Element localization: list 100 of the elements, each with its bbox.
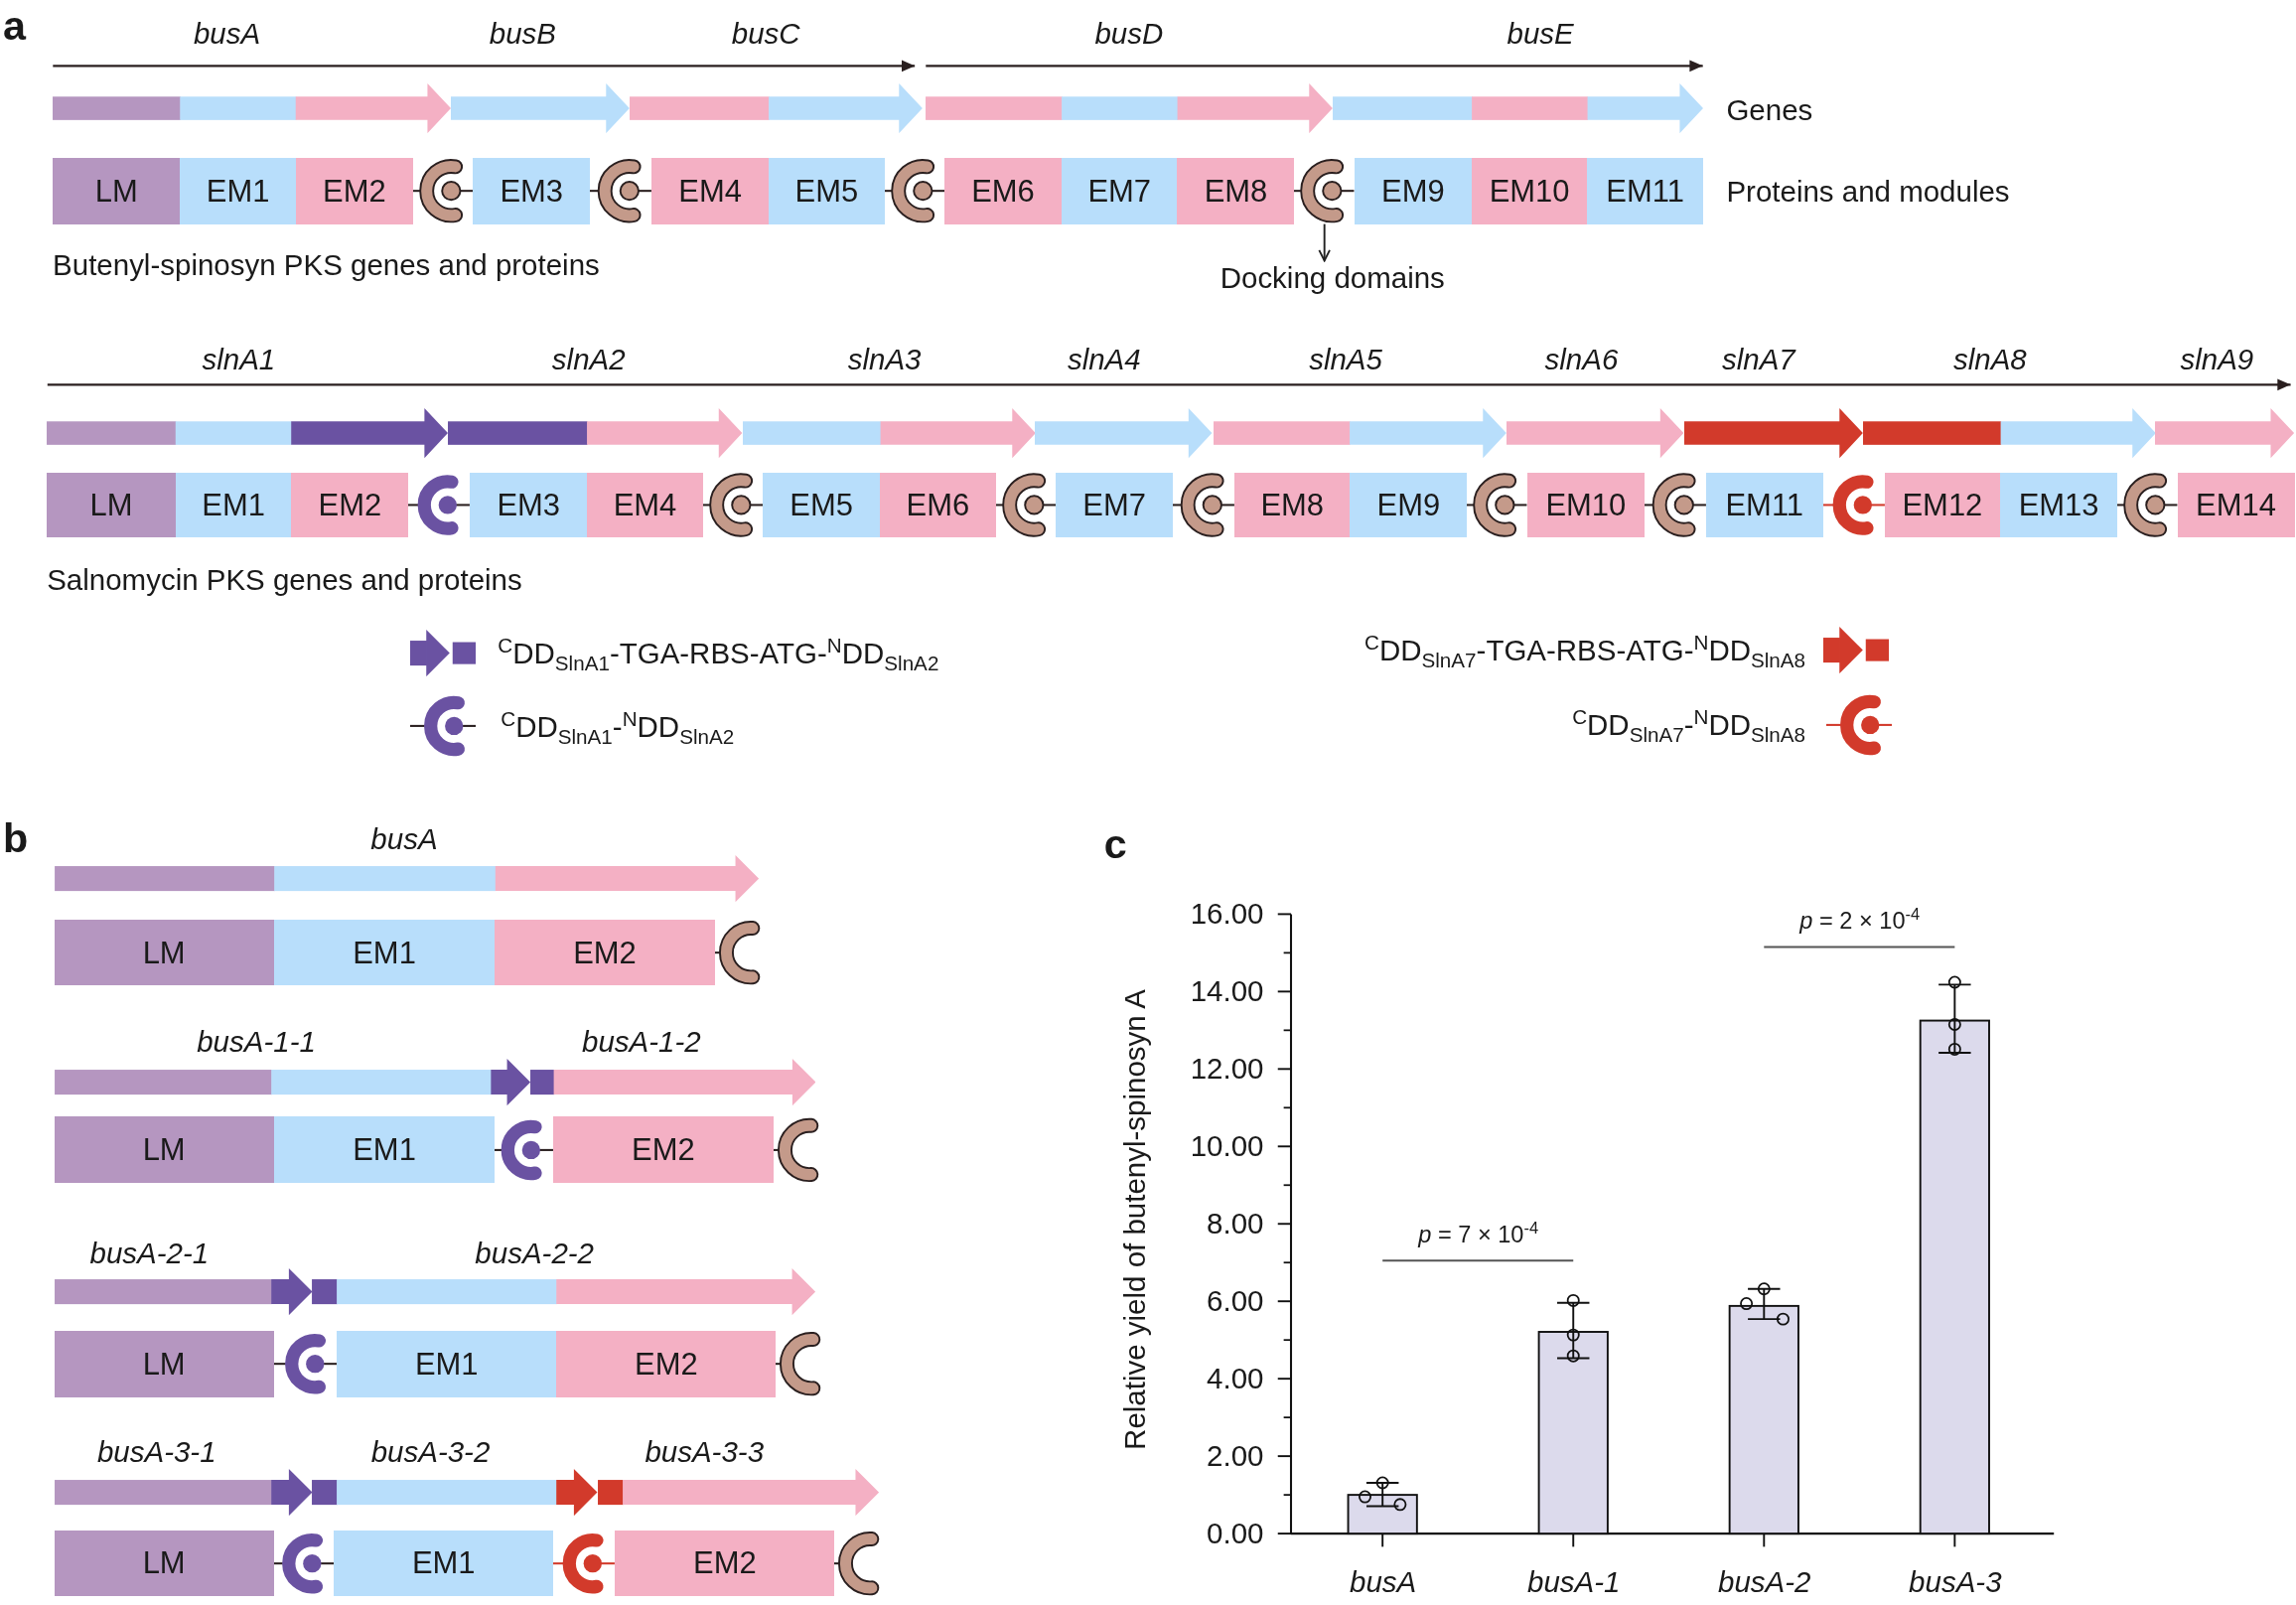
gene-name: busA-3-3 (645, 1433, 765, 1469)
module-box: LM (54, 1115, 274, 1184)
gene-name: slnA9 (2180, 341, 2254, 376)
gene-name: slnA4 (1067, 341, 1141, 376)
gene-name: slnA8 (1952, 341, 2027, 376)
p-value-label: p = 2 × 10$^{-4}$ (1799, 907, 1921, 936)
module-box: EM5 (769, 158, 885, 224)
panel-letter: a (2, 1, 26, 51)
module-box: EM11 (1587, 158, 1703, 224)
tick-label: 10.00 (1190, 1128, 1264, 1164)
gene-name: slnA1 (202, 341, 276, 376)
gene-bar (54, 855, 759, 903)
legend-text: $^{C}$DD$_{SlnA7}$-$^{N}$DD$_{SlnA8}$ (1572, 707, 1806, 743)
gene-name: busA (193, 16, 261, 52)
module-box: EM9 (1350, 473, 1468, 538)
axis-title: Relative yield of butenyl-spinosyn A (1117, 989, 1152, 1451)
module-box: EM1 (334, 1530, 554, 1597)
module-box: EM2 (553, 1115, 774, 1184)
gene-bar (597, 1468, 879, 1517)
gene-bar (742, 408, 1036, 459)
module-box: EM1 (337, 1331, 557, 1397)
gene-bar (312, 1267, 816, 1316)
panel-letter: c (1103, 820, 1127, 869)
module-box: EM1 (273, 1115, 496, 1184)
module-box: EM12 (1884, 473, 2001, 538)
gene-name: busE (1507, 16, 1574, 52)
module-box: EM1 (273, 919, 496, 986)
gene-name: slnA6 (1544, 341, 1619, 376)
gene-name: slnA2 (551, 341, 626, 376)
module-box: EM2 (295, 158, 413, 224)
module-box: LM (54, 1331, 274, 1397)
module-box: EM6 (944, 158, 1062, 224)
module-box: EM2 (291, 473, 409, 538)
module-box: EM8 (1234, 473, 1351, 538)
gene-bar (529, 1059, 816, 1106)
gene-bar (925, 83, 1333, 134)
gene-bar (1214, 408, 1507, 459)
gene-bar (1862, 408, 2156, 459)
module-box: EM5 (763, 473, 881, 538)
gene-name: busA-1-1 (197, 1023, 316, 1060)
panel-letter: b (2, 814, 29, 864)
gene-name: slnA5 (1309, 341, 1382, 376)
gene-name: busA-2-1 (89, 1236, 210, 1271)
gene-bar (451, 83, 630, 134)
gene-bar (312, 1468, 598, 1517)
leader-arrow (1318, 222, 1331, 262)
module-box: EM2 (556, 1331, 777, 1397)
gene-name: busA-3-2 (370, 1433, 491, 1469)
gene-bar (47, 408, 449, 459)
module-box: EM10 (1526, 473, 1645, 538)
module-box: EM3 (470, 473, 588, 538)
module-box: LM (54, 919, 274, 986)
module-box: EM11 (1705, 473, 1823, 538)
module-box: EM10 (1471, 158, 1588, 224)
gene-bar (1683, 408, 1863, 459)
gene-name: busA-3-1 (96, 1433, 216, 1469)
module-box: EM6 (880, 473, 996, 538)
panel-caption: Salnomycin PKS genes and proteins (47, 562, 522, 598)
docking-domain-icon (1294, 158, 1355, 224)
module-box: EM7 (1062, 158, 1178, 224)
tick-label: 12.00 (1190, 1051, 1264, 1087)
module-box: EM2 (495, 919, 715, 986)
category-label: busA-1 (1527, 1563, 1621, 1600)
tick-label: 4.00 (1207, 1361, 1264, 1396)
tick-label: 6.00 (1207, 1283, 1264, 1319)
module-box: EM2 (615, 1530, 835, 1597)
module-box: LM (54, 1530, 274, 1597)
module-box: EM8 (1177, 158, 1295, 224)
gene-bar (54, 1267, 313, 1316)
module-box: EM3 (473, 158, 591, 224)
gene-name: busD (1094, 16, 1164, 52)
category-label: busA (1350, 1563, 1417, 1600)
module-box: EM1 (180, 158, 296, 224)
module-box: EM4 (587, 473, 703, 538)
category-label: busA-2 (1718, 1563, 1811, 1600)
module-box: EM4 (651, 158, 770, 224)
tick-label: 8.00 (1207, 1206, 1264, 1241)
gene-bar (53, 83, 452, 134)
gene-bar (54, 1059, 530, 1106)
callout-text: Docking domains (1198, 260, 1468, 296)
gene-name: busA-2-2 (475, 1236, 594, 1271)
module-box: EM13 (2000, 473, 2118, 538)
legend-text: $^{C}$DD$_{SlnA1}$-TGA-RBS-ATG-$^{N}$DD$_{SlnA2}$ (498, 635, 939, 671)
gene-bar (448, 408, 743, 459)
gene-name: busC (731, 16, 800, 52)
tick-label: 0.00 (1207, 1516, 1264, 1551)
gene-bar (1035, 408, 1213, 459)
tick-label: 2.00 (1207, 1438, 1264, 1474)
tick-label: 14.00 (1190, 973, 1264, 1009)
gene-name: busA (370, 821, 438, 857)
gene-name: busA-1-2 (582, 1023, 701, 1060)
gene-bar (2155, 408, 2295, 459)
module-box: LM (53, 158, 181, 224)
legend-text: $^{C}$DD$_{SlnA1}$-$^{N}$DD$_{SlnA2}$ (501, 708, 735, 745)
module-box: LM (47, 473, 176, 538)
gene-bar (630, 83, 923, 134)
row-label: Genes (1726, 91, 1813, 128)
category-label: busA-3 (1909, 1563, 2002, 1600)
gene-bar (1332, 83, 1703, 134)
p-value-label: p = 7 × 10$^{-4}$ (1418, 1221, 1539, 1249)
